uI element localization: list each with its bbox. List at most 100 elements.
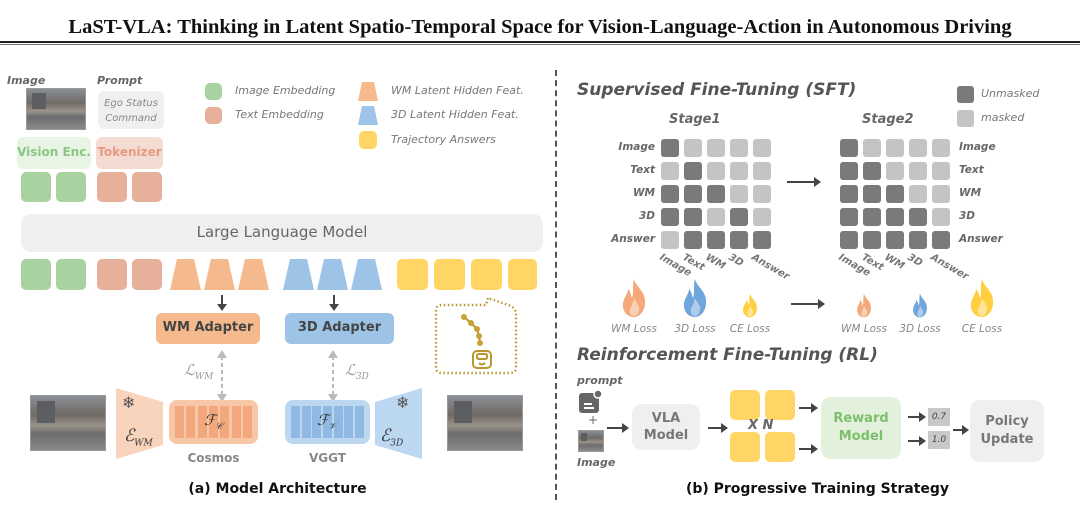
stage2-title: Stage2 (862, 112, 914, 127)
feature-bar (175, 406, 184, 438)
mask-cell-unmasked (661, 185, 679, 203)
mask-cell-unmasked (661, 139, 679, 157)
sampled-trajectory (730, 390, 760, 420)
mask-cell-unmasked (909, 208, 927, 226)
arrow-to-3d-adapter (329, 295, 339, 311)
sampled-trajectory (765, 390, 795, 420)
vggt-label: VGGT (309, 451, 346, 465)
rl-image-thumbnail (578, 430, 604, 452)
legend-label-3d-latent: 3D Latent Hidden Feat. (391, 108, 519, 121)
mask-cell-masked (707, 208, 725, 226)
mask-cell-unmasked (840, 208, 858, 226)
arrow-to-samples (708, 423, 728, 433)
trajectory-answer-token (397, 259, 428, 290)
stage1-title: Stage1 (669, 112, 721, 127)
vision-encoder-box: Vision Enc. (17, 137, 91, 169)
text-embedding-token (97, 172, 127, 202)
trajectory-answer-token (434, 259, 465, 290)
policy-update-line2: Update (980, 432, 1034, 447)
mask-cell-unmasked (684, 185, 702, 203)
input-image-label: Image (7, 74, 46, 87)
mask-col-label: Answer (928, 252, 971, 283)
mask-cell-unmasked (863, 185, 881, 203)
mask-cell-unmasked (886, 208, 904, 226)
mask-row-label: Answer (611, 233, 655, 245)
plus-sign: + (588, 413, 599, 427)
snowflake-icon: ❄ (122, 393, 136, 412)
arrow-to-reward-bottom (799, 444, 818, 454)
feature-bar (197, 406, 207, 438)
trajectory-answer-token (508, 259, 537, 290)
mask-col-label: Answer (749, 252, 792, 283)
3d-input-frame (447, 395, 523, 451)
mask-cell-unmasked (753, 231, 771, 249)
stage-transition-arrow (787, 177, 821, 187)
wm-loss-label: ℒWM (184, 361, 214, 382)
flame-icon (854, 293, 874, 322)
text-embedding-token (132, 259, 162, 290)
mask-cell-unmasked (730, 208, 748, 226)
mask-cell-masked (909, 162, 927, 180)
3d-loss-label: ℒ3D (345, 361, 369, 382)
trajectory-output-callout (434, 296, 518, 375)
reward-score: 1.0 (928, 431, 950, 449)
sampled-trajectory (730, 432, 760, 462)
mask-cell-masked (932, 185, 950, 203)
loss-label: CE Loss (729, 323, 771, 335)
mask-cell-masked (909, 185, 927, 203)
prompt-line-ego-status: Ego Status (104, 98, 158, 109)
cosmos-feature-block (169, 400, 258, 444)
legend-label-image-embedding: Image Embedding (235, 84, 336, 97)
mask-col-label: WM (882, 252, 907, 273)
mask-cell-masked (661, 162, 679, 180)
mask-cell-unmasked (840, 162, 858, 180)
mask-row-label: Answer (959, 233, 1003, 245)
image-embedding-token (21, 259, 51, 290)
legend-swatch-masked (957, 110, 974, 127)
cosmos-label: Cosmos (187, 451, 240, 465)
llm-box: Large Language Model (21, 214, 543, 252)
mask-row-label: WM (959, 187, 982, 199)
mask-cell-unmasked (863, 208, 881, 226)
arrow-to-wm-adapter (217, 295, 227, 311)
policy-update-box: Policy Update (970, 400, 1044, 462)
input-prompt-label: Prompt (97, 74, 143, 87)
feature-bar (344, 406, 354, 438)
mask-cell-masked (753, 139, 771, 157)
mask-row-label: 3D (959, 210, 976, 222)
flame-icon (679, 278, 711, 322)
mask-col-label: WM (703, 252, 728, 273)
feature-bar (186, 406, 196, 438)
reward-score: 0.7 (928, 408, 950, 426)
wm-encoder-shape (116, 388, 163, 459)
wm-latent-token (238, 259, 269, 290)
feature-bar (312, 406, 322, 438)
mask-col-label: 3D (905, 252, 925, 270)
legend-label-unmasked: Unmasked (981, 87, 1040, 100)
sft-title: Supervised Fine-Tuning (SFT) (577, 80, 857, 100)
legend-swatch-wm-latent (358, 82, 378, 101)
mask-cell-masked (707, 139, 725, 157)
loss-label: CE Loss (961, 323, 1003, 335)
mask-cell-unmasked (707, 185, 725, 203)
3d-latent-token (351, 259, 382, 290)
snowflake-icon: ❄ (396, 393, 410, 412)
feature-bar (291, 406, 300, 438)
mask-cell-masked (753, 162, 771, 180)
arrow-to-policy (953, 425, 969, 435)
mask-cell-masked (909, 139, 927, 157)
trajectory-answer-token (471, 259, 502, 290)
text-embedding-token (97, 259, 127, 290)
mask-cell-unmasked (840, 139, 858, 157)
legend-label-trajectory: Trajectory Answers (391, 133, 496, 146)
arrow-to-score-top (908, 412, 926, 422)
legend-swatch-image-embedding (205, 83, 222, 100)
loss-label: 3D Loss (674, 323, 716, 335)
mask-cell-unmasked (863, 231, 881, 249)
mask-cell-masked (707, 162, 725, 180)
wm-latent-token (170, 259, 201, 290)
tokenizer-box: Tokenizer (96, 137, 163, 169)
mask-row-label: WM (632, 187, 655, 199)
vggt-feature-block (285, 400, 370, 444)
mask-cell-unmasked (909, 231, 927, 249)
